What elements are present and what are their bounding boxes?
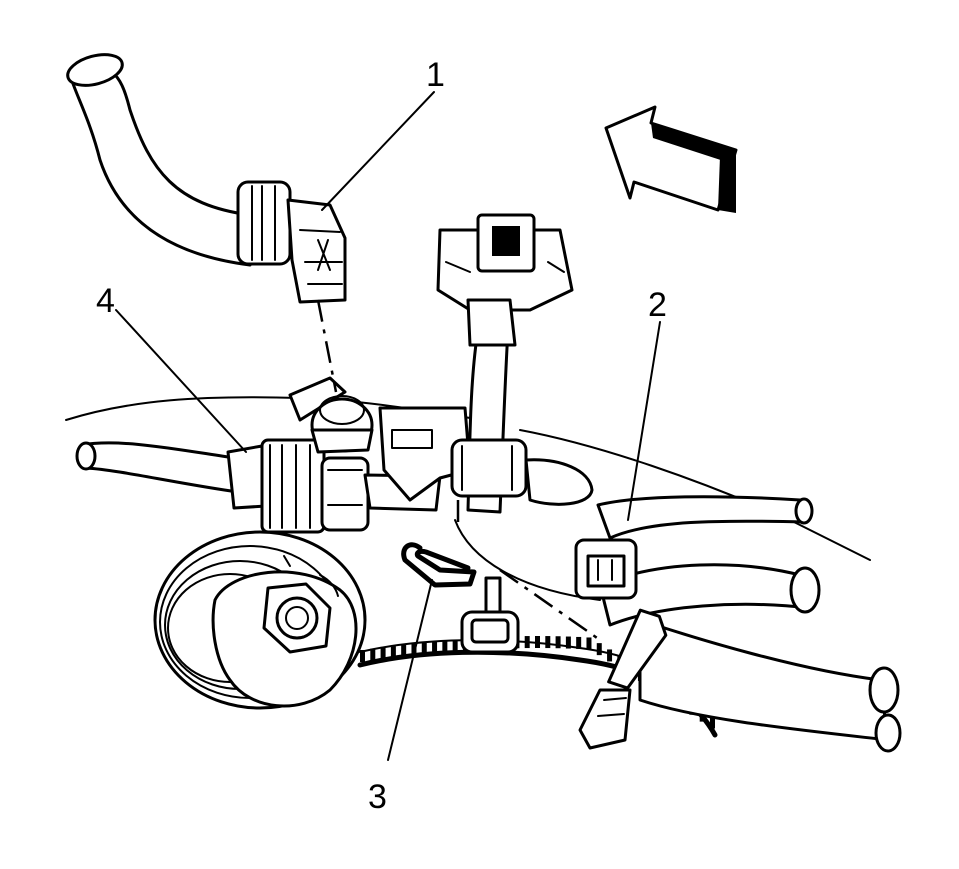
connector-body — [260, 438, 326, 534]
retaining-clip — [401, 542, 477, 588]
lower-fitting — [460, 576, 520, 654]
belt-tooth — [596, 643, 602, 656]
belt-tooth — [576, 636, 582, 649]
lower-hoses — [598, 563, 902, 753]
arrow-direction-icon — [604, 105, 738, 213]
belt-tooth — [452, 639, 458, 652]
belt-tooth — [535, 636, 540, 648]
hose-2 — [574, 495, 814, 600]
belt-tooth — [524, 636, 530, 649]
center-fitting — [288, 376, 472, 502]
callout-3: 3 — [368, 778, 387, 816]
callout-1: 1 — [426, 56, 445, 94]
callout-2: 2 — [648, 286, 667, 324]
callout-4: 4 — [96, 282, 115, 320]
right-fitting — [450, 438, 594, 506]
upper-hose — [66, 53, 347, 304]
sensor — [578, 608, 668, 750]
belt-tooth — [380, 647, 386, 660]
pulley — [153, 530, 367, 710]
belt-tooth — [390, 646, 396, 659]
assembly-lines — [316, 299, 601, 642]
belt-tooth — [432, 641, 438, 654]
belt-tooth — [586, 637, 592, 650]
belt-tooth — [370, 648, 376, 661]
belt-tooth — [401, 644, 407, 657]
belt-tooth — [710, 716, 715, 729]
belt-tooth — [607, 649, 613, 662]
belt-tooth — [555, 636, 561, 649]
leader-lines — [115, 91, 661, 761]
hose-clamp — [236, 180, 292, 266]
quick-connector — [286, 198, 347, 304]
belt-tooth — [565, 636, 571, 649]
belt-tooth — [442, 640, 448, 653]
belt-tooth — [421, 642, 427, 655]
belt-tooth — [360, 650, 365, 662]
belt-tooth — [545, 636, 551, 649]
